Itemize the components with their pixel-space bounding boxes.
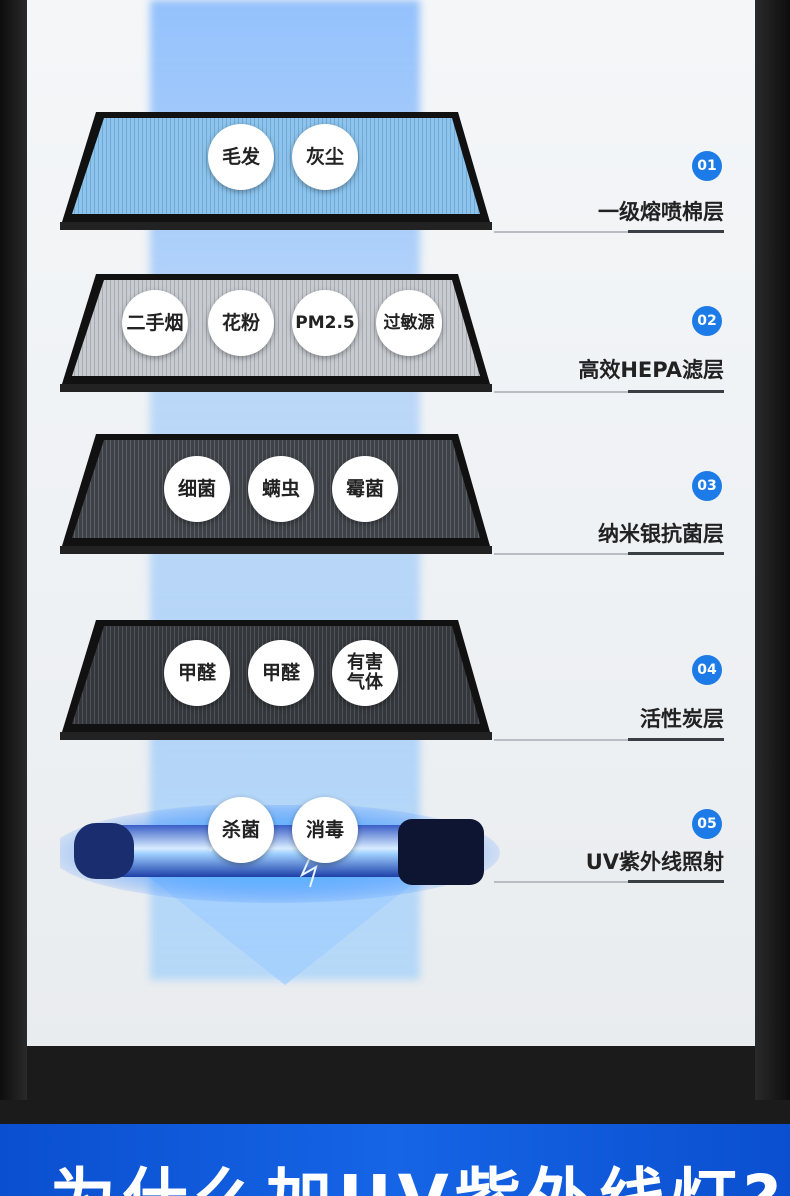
- divider: [494, 881, 724, 883]
- banner-title: 为什么加UV紫外线灯?: [50, 1146, 787, 1196]
- step-number-badge: 05: [692, 809, 722, 839]
- tag-bubble: 花粉: [208, 290, 274, 356]
- uv-lamp: 杀菌 消毒: [60, 797, 500, 905]
- tag-bubble: 有害气体: [332, 640, 398, 706]
- tag-bubble: 甲醛: [248, 640, 314, 706]
- divider: [494, 553, 724, 555]
- divider-accent: [628, 552, 724, 555]
- tag-bubble: 毛发: [208, 124, 274, 190]
- layer-label: 纳米银抗菌层: [598, 522, 724, 546]
- tag-bubble: 二手烟: [122, 290, 188, 356]
- tag-bubble: 螨虫: [248, 456, 314, 522]
- step-number-badge: 03: [692, 471, 722, 501]
- tag-bubble: 消毒: [292, 797, 358, 863]
- layer-label: 一级熔喷棉层: [598, 200, 724, 224]
- step-number-badge: 04: [692, 655, 722, 685]
- tag-bubble: 灰尘: [292, 124, 358, 190]
- tag-bubble: 甲醛: [164, 640, 230, 706]
- divider: [494, 391, 724, 393]
- tag-bubble: 霉菌: [332, 456, 398, 522]
- divider: [494, 739, 724, 741]
- right-frame: [755, 0, 790, 1100]
- filter-layer-2: 二手烟 花粉 PM2.5 过敏源: [58, 272, 494, 392]
- step-number-badge: 01: [692, 151, 722, 181]
- divider-accent: [628, 880, 724, 883]
- tag-bubble: PM2.5: [292, 290, 358, 356]
- left-frame: [0, 0, 27, 1100]
- layer-label: UV紫外线照射: [585, 850, 724, 874]
- filter-layer-4: 甲醛 甲醛 有害气体: [58, 618, 494, 740]
- layer-label: 活性炭层: [640, 707, 724, 731]
- divider-accent: [628, 230, 724, 233]
- divider-accent: [628, 738, 724, 741]
- divider: [494, 231, 724, 233]
- divider-accent: [628, 390, 724, 393]
- filter-layer-3: 细菌 螨虫 霉菌: [58, 432, 494, 554]
- filter-layer-1: 毛发 灰尘: [58, 110, 494, 230]
- tag-bubble: 杀菌: [208, 797, 274, 863]
- bottom-banner: 为什么加UV紫外线灯?: [0, 1124, 790, 1196]
- step-number-badge: 02: [692, 306, 722, 336]
- layer-label: 高效HEPA滤层: [578, 358, 724, 382]
- tag-bubble: 过敏源: [376, 290, 442, 356]
- tag-bubble: 细菌: [164, 456, 230, 522]
